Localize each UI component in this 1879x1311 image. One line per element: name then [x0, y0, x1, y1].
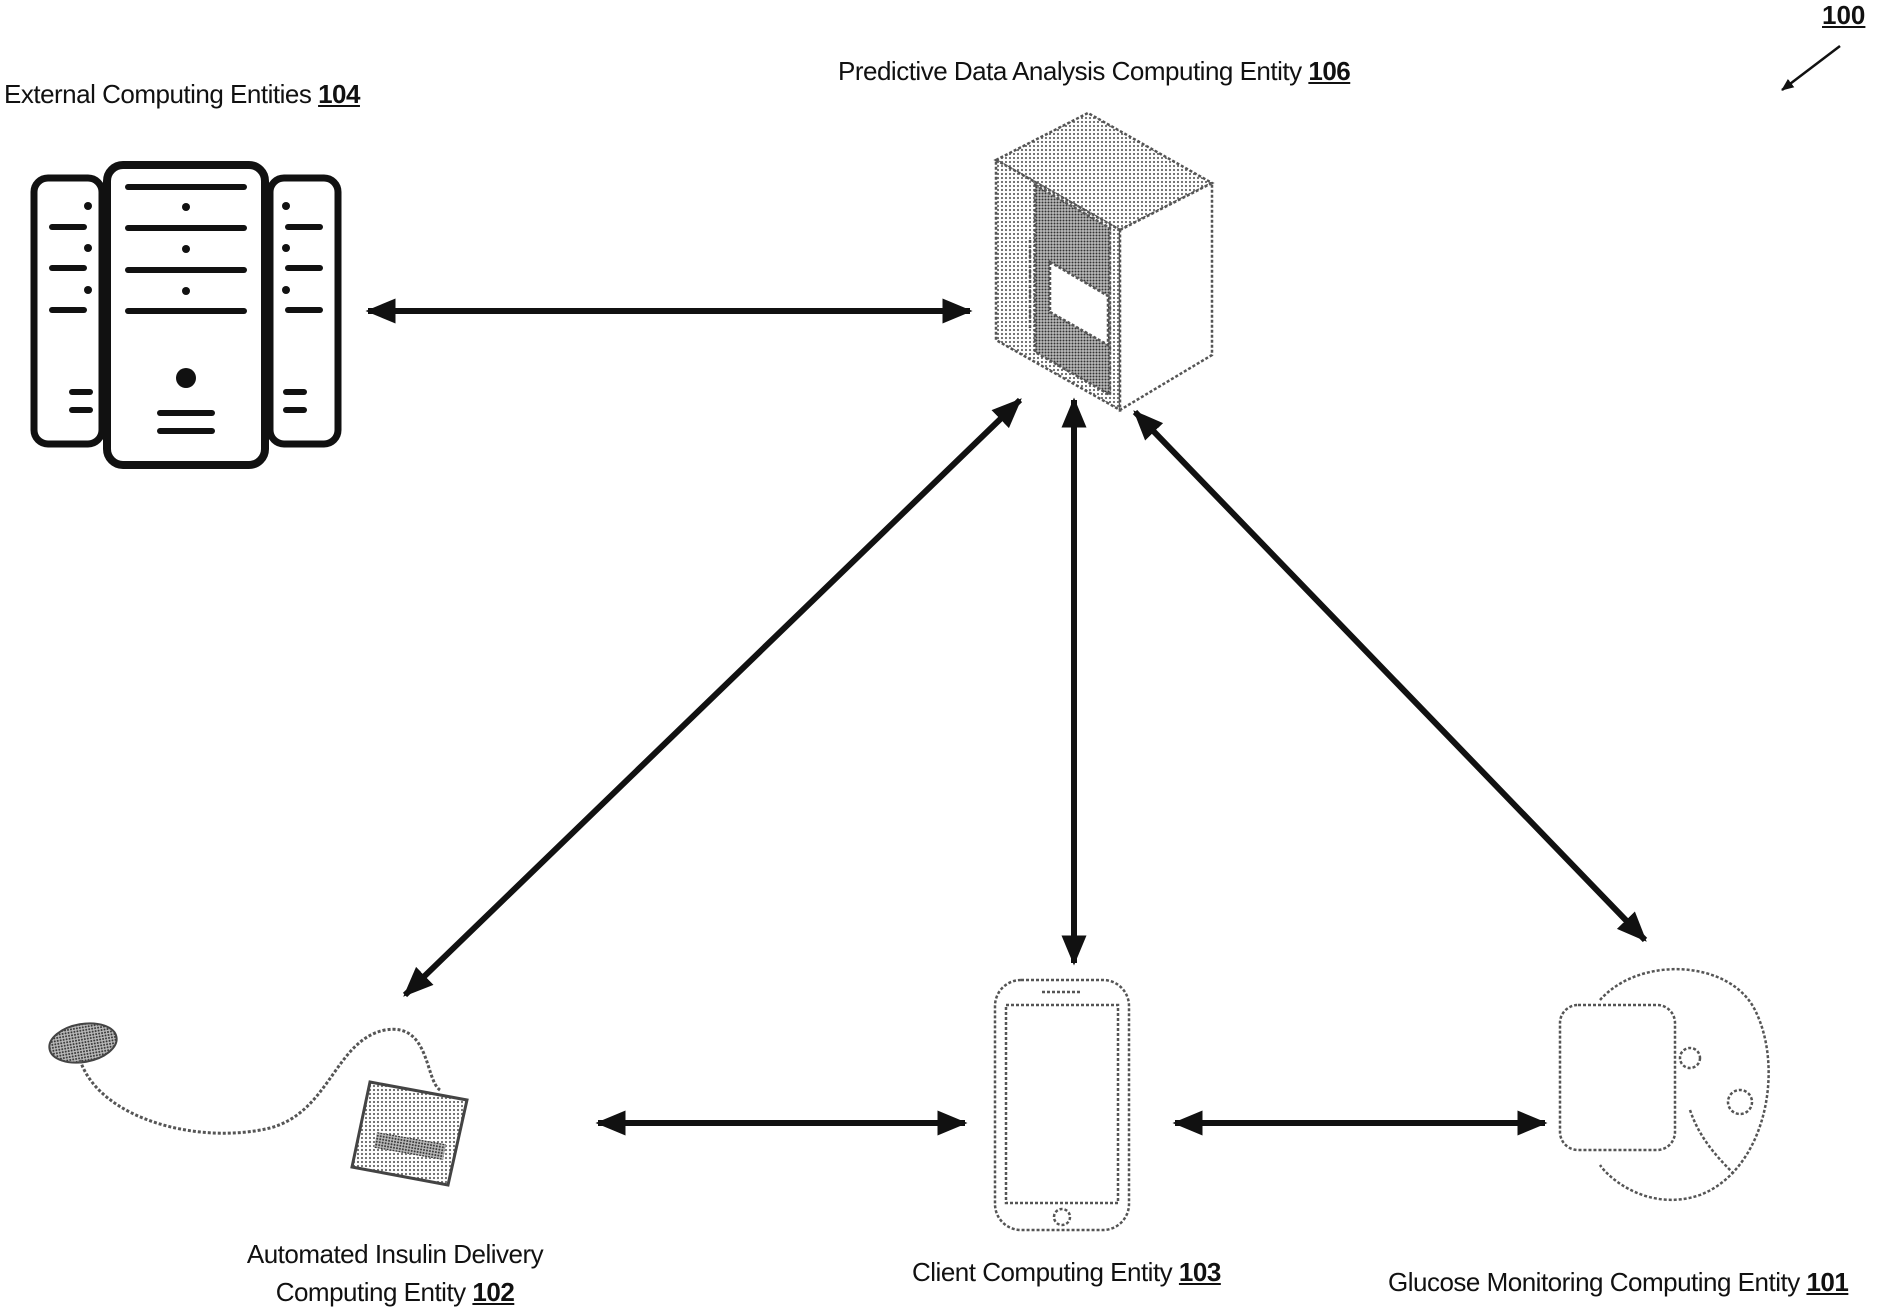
- figure-reference-arrow: [1782, 46, 1840, 90]
- insulin-pump-icon: [46, 1018, 467, 1185]
- arrow-insulin-predictive: [405, 400, 1020, 995]
- smartwatch-icon: [1560, 969, 1769, 1200]
- arrow-glucose-predictive: [1135, 412, 1645, 940]
- server-tower-icon: [996, 113, 1212, 410]
- server-rack-icon: [34, 165, 338, 465]
- smartphone-icon: [995, 980, 1129, 1230]
